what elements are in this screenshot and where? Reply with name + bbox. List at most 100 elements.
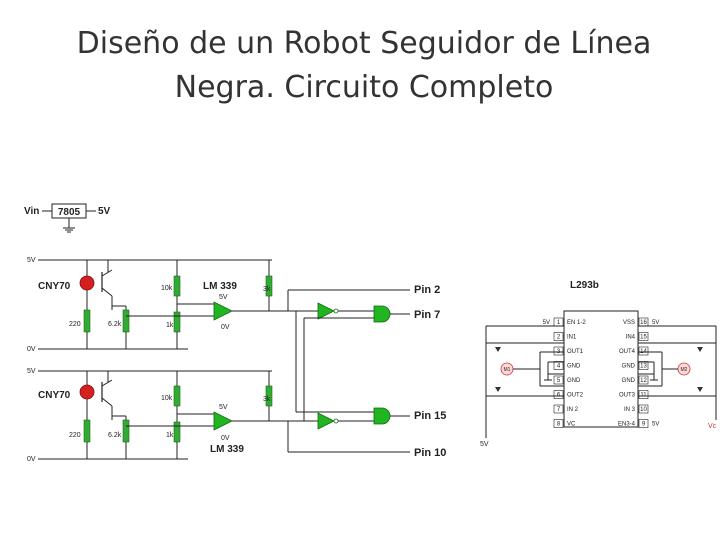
resistor-1k-2	[173, 421, 181, 443]
slide-title: Diseño de un Robot Seguidor de Línea Neg…	[0, 22, 728, 110]
driver-pin-number: 10	[640, 407, 647, 413]
driver-pin-box	[553, 404, 564, 414]
inverter-icon-2	[317, 412, 335, 430]
diode-icon-3	[697, 347, 703, 352]
driver-pin-supply: 5V	[652, 422, 659, 428]
slide-title-line-1: Diseño de un Robot Seguidor de Línea	[76, 26, 652, 61]
and-gate-icon-2	[373, 407, 391, 425]
resistor-6k2	[122, 309, 130, 333]
driver-pin-number: 4	[557, 364, 561, 370]
comparator-icon	[213, 301, 233, 321]
driver-pin-box	[553, 332, 564, 341]
driver-pin-number: 12	[640, 378, 647, 384]
driver-pin-name: OUT2	[567, 393, 584, 399]
vin-label: Vin	[24, 206, 39, 217]
resistor-1k-label-2: 1k	[166, 432, 174, 439]
resistor-10k-2	[173, 385, 181, 407]
driver-pin-name: IN4	[626, 335, 636, 341]
sensor-label: CNY70	[38, 281, 71, 292]
driver-pin-number: 7	[557, 407, 561, 413]
resistor-220	[83, 309, 91, 333]
resistor-1k	[173, 311, 181, 333]
resistor-6k2-2	[122, 419, 130, 443]
comparator-ref-5v-2: 5V	[219, 404, 228, 411]
comparator-icon-2	[213, 411, 233, 431]
driver-supply-right: Vc	[708, 423, 717, 430]
motor-left-label: M1	[504, 367, 511, 373]
driver-chip	[563, 310, 639, 428]
resistor-10k-label: 10k	[161, 285, 173, 292]
comparator-label-2: LM 339	[210, 444, 244, 455]
driver-pin-box	[638, 390, 649, 399]
comparator-ref-0v-2: 0V	[221, 435, 230, 442]
regulator-output-label: 5V	[98, 206, 111, 217]
comparator-ref-5v: 5V	[219, 294, 228, 301]
driver-pin-name: GND	[567, 364, 581, 370]
driver-pin-box	[638, 404, 649, 414]
driver-pin-box	[638, 332, 649, 341]
pullup-resistor-3k-label: 3k	[263, 286, 271, 293]
rail-5v-label: 5V	[27, 257, 36, 264]
driver-pin-number: 8	[557, 422, 561, 428]
driver-pin-name: IN 3	[624, 407, 636, 413]
motor-right-label: M2	[681, 367, 688, 373]
resistor-220-label-2: 220	[69, 432, 81, 439]
resistor-220-label: 220	[69, 321, 81, 328]
resistor-10k-label-2: 10k	[161, 395, 173, 402]
driver-pin-box	[553, 375, 564, 385]
sensor-channel-top: 5V 0V CNY70 220 6.2k 10k 1k LM 339 5V 0	[27, 257, 318, 353]
driver-pin-number: 2	[557, 335, 561, 341]
diode-icon-2	[495, 387, 501, 392]
driver-pin-name: OUT3	[619, 393, 636, 399]
sensor-led-icon	[79, 275, 95, 291]
driver-pin-name: OUT4	[619, 349, 636, 355]
driver-pin-number: 5	[557, 378, 561, 384]
driver-pin-box	[638, 419, 649, 428]
driver-pin-name: VSS	[623, 320, 635, 326]
comparator-ref-0v: 0V	[221, 324, 230, 331]
pullup-resistor-3k-label-2: 3k	[263, 396, 271, 403]
driver-pin-box	[638, 375, 649, 385]
pin-7-label: Pin 7	[414, 309, 440, 321]
driver-pin-name: VC	[567, 422, 576, 428]
driver-pin-name: IN1	[567, 335, 577, 341]
driver-pin-name: EN3-4	[618, 422, 636, 428]
driver-pin-name: GND	[567, 378, 581, 384]
driver-supply-left: 5V	[480, 441, 489, 448]
driver-pin-supply: 5V	[543, 320, 550, 326]
driver-pin-box	[638, 346, 649, 356]
driver-pin-number: 15	[640, 335, 647, 341]
driver-pin-name: GND	[622, 364, 636, 370]
driver-pin-number: 9	[642, 422, 646, 428]
resistor-1k-label: 1k	[166, 322, 174, 329]
driver-pin-number: 13	[640, 364, 647, 370]
driver-name: L293b	[570, 280, 599, 291]
diode-icon	[495, 347, 501, 352]
driver-pin-box	[553, 419, 564, 428]
driver-pin-name: IN 2	[567, 407, 579, 413]
and-gate-icon	[373, 305, 391, 323]
driver-pin-name: EN 1-2	[567, 320, 586, 326]
inverter-icon	[317, 302, 335, 320]
pin-10-label: Pin 10	[414, 447, 446, 459]
driver-pin-number: 1	[557, 320, 561, 326]
driver-pin-name: GND	[622, 378, 636, 384]
driver-pin-name: OUT1	[567, 349, 584, 355]
sensor-label-2: CNY70	[38, 390, 71, 401]
resistor-6k2-label-2: 6.2k	[108, 432, 122, 439]
logic-section: Pin 2 Pin 7 Pin 15 Pin 10	[287, 284, 446, 459]
driver-pin-box	[553, 390, 564, 399]
driver-pin-box	[553, 346, 564, 356]
driver-pin-supply: 5V	[652, 320, 659, 326]
sensor-channel-bottom: 5V 0V CNY70 220 6.2k 10k 1k 5V 0V LM 33	[27, 368, 318, 463]
driver-pin-number: 16	[640, 320, 647, 326]
regulator-part: 7805	[58, 207, 81, 218]
rail-5v-label-2: 5V	[27, 368, 36, 375]
sensor-led-icon-2	[79, 384, 95, 400]
rail-0v-label-2: 0V	[27, 456, 36, 463]
pin-15-label: Pin 15	[414, 410, 446, 422]
pin-2-label: Pin 2	[414, 284, 440, 296]
resistor-6k2-label: 6.2k	[108, 321, 122, 328]
